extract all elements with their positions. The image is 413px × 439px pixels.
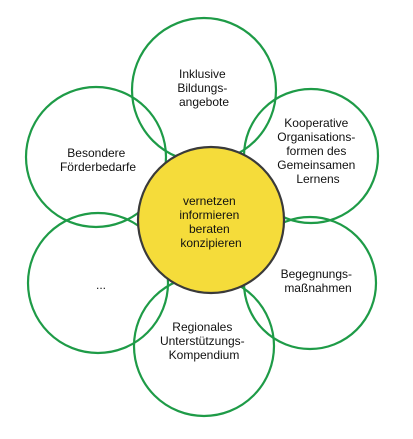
petal-label-line: Lernens [296, 172, 339, 186]
petal-label-line: Regionales [172, 320, 232, 334]
petal-label-line: Besondere [67, 146, 125, 160]
petal-label-line: Bildungs- [177, 81, 227, 95]
center-label: vernetzen informieren beraten konzipiere… [179, 194, 242, 250]
petal-circle-lower-left [26, 211, 170, 355]
center-label-line: informieren [179, 208, 239, 222]
petal-label-upper-left: Besondere Förderbedarfe [60, 146, 136, 174]
center-label-line: konzipieren [180, 236, 241, 250]
petal-label-line: Inklusive [179, 67, 226, 81]
petal-label-line: Gemeinsamen [277, 158, 355, 172]
petal-label-bottom: Regionales Unterstützungs- Kompendium [160, 320, 248, 362]
center-label-line: beraten [189, 222, 230, 236]
petal-label-line: Kompendium [169, 348, 240, 362]
petal-label-line: Begegnungs- [281, 267, 352, 281]
petal-label-line: Unterstützungs- [160, 334, 245, 348]
petal-label-line: maßnahmen [284, 281, 351, 295]
petal-label-line: Förderbedarfe [60, 160, 136, 174]
petal-label-line: formen des [286, 144, 346, 158]
petal-label-line: Kooperative [284, 116, 348, 130]
center-hub-circle [136, 145, 286, 295]
petal-label-line: Organisations- [277, 130, 355, 144]
petal-label-line: ... [96, 278, 106, 292]
petal-label-lower-left: ... [96, 278, 106, 292]
petal-circle-upper-left [24, 85, 168, 229]
petal-label-top: Inklusive Bildungs- angebote [177, 67, 230, 109]
petal-label-line: angebote [179, 95, 229, 109]
petal-label-lower-right: Begegnungs- maßnahmen [281, 267, 356, 295]
center-label-line: vernetzen [183, 194, 236, 208]
petal-label-upper-right: Kooperative Organisations- formen des Ge… [277, 116, 358, 186]
